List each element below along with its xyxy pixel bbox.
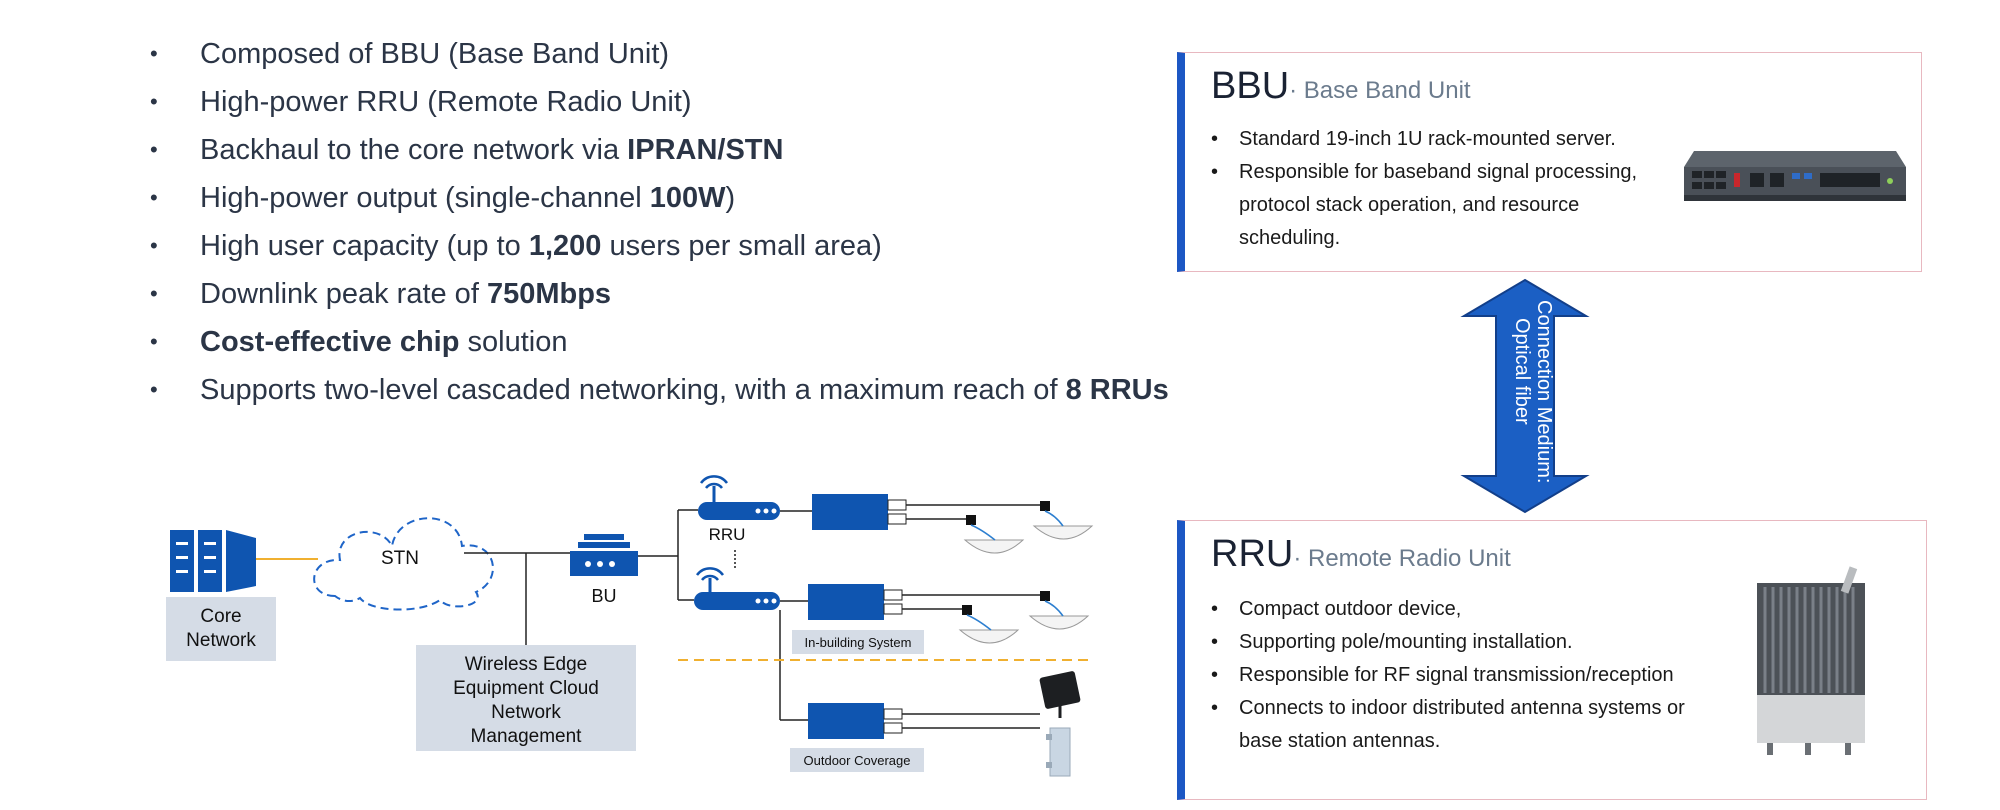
rru-device-icon xyxy=(694,567,780,610)
optical-fiber-label: Optical fiber xyxy=(1511,318,1533,425)
connection-arrow: Connection Medium: Optical fiber xyxy=(1460,278,1590,514)
remote-unit-box xyxy=(808,584,903,620)
rru-point: •Connects to indoor distributed antenna … xyxy=(1211,697,1685,752)
connection-medium-label: Connection Medium: xyxy=(1533,300,1555,483)
outdoor-label-box xyxy=(790,748,924,772)
rru-point: •Compact outdoor device, xyxy=(1211,598,1462,620)
stn-cloud-icon xyxy=(313,517,494,611)
bu-device-icon xyxy=(570,534,638,576)
management-label-box xyxy=(416,645,636,751)
dome-antenna-icon xyxy=(963,524,1025,554)
core-network-label-line1: Core xyxy=(200,606,241,627)
feature-item: •Cost-effective chip solution xyxy=(150,326,568,358)
core-network-server-icon xyxy=(170,530,256,592)
bu-label: BU xyxy=(591,586,616,606)
management-label-line3: Network xyxy=(491,702,561,723)
remote-unit-box xyxy=(812,494,907,530)
rru-point: •Responsible for RF signal transmission/… xyxy=(1211,664,1674,686)
sector-antenna-icon xyxy=(1046,727,1071,777)
rru-device-icon xyxy=(698,475,780,520)
rru-point: •Supporting pole/mounting installation. xyxy=(1211,631,1573,653)
dome-antenna-icon xyxy=(1028,600,1090,630)
core-network-label-line2: Network xyxy=(186,630,256,651)
rru-card: RRU· Remote Radio Unit •Compact outdoor … xyxy=(1177,520,1927,800)
rru-card-title: RRU· Remote Radio Unit xyxy=(1211,533,1511,575)
bbu-server-image xyxy=(1684,151,1906,201)
feature-item: •Downlink peak rate of 750Mbps xyxy=(150,278,612,310)
feature-item: •Backhaul to the core network via IPRAN/… xyxy=(150,134,784,166)
feature-list: •Composed of BBU (Base Band Unit) •High-… xyxy=(150,30,1250,414)
bbu-point: •Standard 19-inch 1U rack-mounted server… xyxy=(1211,128,1616,150)
rru-label: RRU xyxy=(709,525,746,544)
stn-label: STN xyxy=(381,548,419,569)
feature-item: •High user capacity (up to 1,200 users p… xyxy=(150,230,882,262)
management-label-line2: Equipment Cloud xyxy=(453,678,599,699)
feature-item: •High-power output (single-channel 100W) xyxy=(150,182,736,214)
bbu-points: •Standard 19-inch 1U rack-mounted server… xyxy=(1211,123,1651,255)
in-building-label-box xyxy=(792,630,924,654)
core-network-label-box xyxy=(166,597,276,661)
feature-item: •High-power RRU (Remote Radio Unit) xyxy=(150,86,692,118)
management-label-line4: Management xyxy=(471,726,583,747)
rru-device-image xyxy=(1757,566,1865,755)
management-label-line1: Wireless Edge xyxy=(465,654,588,675)
bbu-card-title: BBU· Base Band Unit xyxy=(1211,65,1471,107)
bbu-card: BBU· Base Band Unit •Standard 19-inch 1U… xyxy=(1177,52,1922,272)
feature-item: •Composed of BBU (Base Band Unit) xyxy=(150,38,670,70)
outdoor-label: Outdoor Coverage xyxy=(804,753,911,768)
feature-item: •Supports two-level cascaded networking,… xyxy=(150,374,1169,406)
panel-antenna-icon xyxy=(1039,671,1081,718)
remote-unit-box xyxy=(808,703,903,739)
dome-antenna-icon xyxy=(958,614,1020,644)
rru-points: •Compact outdoor device, •Supporting pol… xyxy=(1211,593,1731,758)
bbu-point: •Responsible for baseband signal process… xyxy=(1211,161,1638,249)
in-building-label: In-building System xyxy=(805,635,912,650)
dome-antenna-icon xyxy=(1032,510,1094,540)
